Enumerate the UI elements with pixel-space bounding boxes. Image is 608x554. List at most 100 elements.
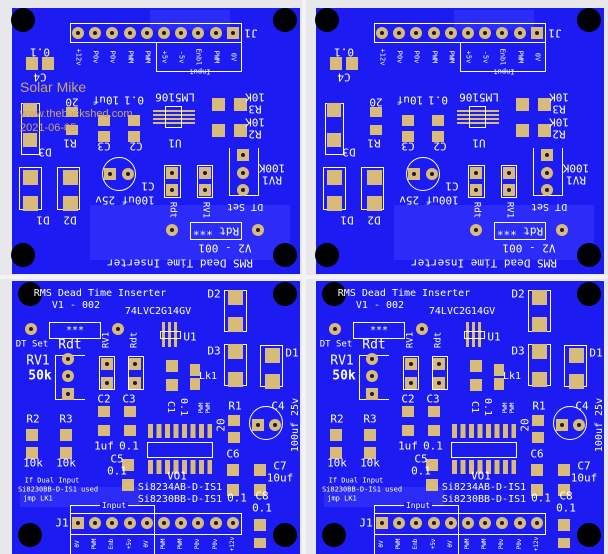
board-title: RMS Dead Time Inserter: [337, 288, 471, 299]
smd-pad: [470, 360, 482, 372]
connector-pin: [513, 517, 526, 529]
smd-pad: [370, 107, 382, 117]
silkscreen-label: 0.1: [531, 491, 551, 505]
smd-pad: [254, 519, 266, 531]
smd-pad: [515, 123, 529, 137]
connector-pin: [123, 517, 136, 529]
silkscreen-label: 50k: [28, 368, 52, 384]
silkscreen-label: 10K: [245, 90, 265, 104]
smd-pad: [211, 97, 225, 111]
silkscreen-label: 20: [518, 418, 532, 432]
capacitor-outline: [102, 157, 136, 191]
mounting-hole-icon: [577, 282, 601, 306]
jumper-pin: [405, 377, 417, 389]
smd-pad: [531, 464, 543, 476]
capacitor-outline: [249, 406, 283, 440]
mounting-hole-icon: [315, 243, 339, 267]
connector-pin: [123, 27, 136, 39]
jumper-pin: [101, 377, 113, 389]
smd-pad: [402, 424, 414, 436]
jumper-outline: [164, 165, 181, 198]
mounting-hole-icon: [273, 282, 297, 306]
connector-pin: [72, 27, 84, 39]
silkscreen-label: 10k: [327, 456, 347, 470]
smd-pad: [428, 424, 440, 436]
smd-pad: [515, 97, 529, 111]
connector-pin: [89, 27, 102, 39]
connector-pin: [410, 517, 423, 529]
pin-label: PWM: [126, 50, 135, 64]
smd-pad: [428, 405, 440, 417]
capacitor-pad: [252, 419, 264, 431]
jumper-outline: [128, 356, 144, 390]
connector-pin: [89, 517, 102, 529]
mounting-hole-icon: [11, 243, 35, 267]
silkscreen-label: C8: [559, 489, 573, 503]
smd-pad: [124, 424, 136, 436]
rdt-label-box: [49, 322, 101, 339]
silkscreen-label: D1: [36, 213, 50, 227]
silkscreen-label: C3: [426, 392, 440, 406]
input-bracket: [460, 42, 546, 72]
part-number: 74LVC2G14GV: [124, 306, 192, 317]
test-pad: [416, 323, 428, 335]
capacitor-outline: [553, 406, 587, 440]
jumper-pin: [405, 358, 417, 370]
smd-pad: [98, 405, 110, 417]
jumper-outline: [468, 165, 485, 198]
silkscreen-label: Rdt: [362, 337, 386, 353]
silkscreen-label: R2: [248, 127, 262, 141]
silkscreen-label: C2: [433, 139, 447, 153]
connector-pin: [462, 27, 474, 39]
silkscreen-label: R1: [367, 136, 381, 150]
smd-pad: [532, 414, 544, 426]
silkscreen-label: 0.1: [119, 439, 139, 453]
smd-pad: [264, 347, 280, 363]
test-pad: [329, 323, 341, 335]
pin-label: PWM: [91, 538, 99, 550]
input-label: Input: [99, 501, 129, 510]
smd-pad: [98, 130, 110, 142]
smd-pad: [330, 429, 342, 441]
connector-pin: [140, 27, 153, 39]
smd-pad: [426, 479, 438, 491]
smd-pad: [227, 464, 239, 476]
silkscreen-label: V2 - 001: [502, 241, 556, 255]
test-pad: [166, 224, 178, 236]
jumper-pin: [199, 167, 211, 179]
connector-pin: [376, 517, 388, 529]
silkscreen-label: 0.1: [411, 464, 431, 478]
input-label: Input: [403, 501, 433, 510]
pin-label: P0v: [108, 50, 117, 64]
jumper-outline: [501, 165, 517, 198]
smd-pad: [227, 316, 243, 332]
pot-pin: [62, 353, 74, 365]
pin-label: P0v: [194, 538, 202, 550]
smd-pad: [228, 431, 240, 443]
smd-pad: [233, 97, 247, 111]
mounting-hole-icon: [273, 243, 297, 267]
silkscreen-label: R1: [228, 399, 242, 413]
silkscreen-label: Rdt: [471, 201, 482, 219]
silkscreen-label: R3: [59, 412, 73, 426]
silkscreen-label: Rdt: [167, 201, 178, 219]
board-title: RMS Dead Time Inserter: [107, 256, 253, 270]
silkscreen-label: VO1: [167, 469, 187, 483]
silkscreen-label: 0.1: [124, 93, 144, 107]
silkscreen-label: U1: [168, 136, 182, 150]
silkscreen-label: 100uf 25v: [290, 397, 301, 453]
smd-pad: [254, 464, 266, 476]
test-pad: [556, 224, 568, 236]
mounting-hole-icon: [273, 523, 297, 547]
pot-pin: [237, 184, 249, 196]
connector-pin: [175, 27, 188, 39]
pin-label: +5v: [125, 538, 133, 550]
test-pad: [112, 323, 124, 335]
watermark-url: www.thebackshed.com: [20, 108, 133, 120]
silkscreen-label: C8: [255, 489, 269, 503]
connector-pin: [513, 27, 526, 39]
silkscreen-label: V2 - 001: [198, 241, 252, 255]
jumper-pin: [101, 358, 113, 370]
watermark-date: 2021-06-05: [20, 122, 77, 134]
